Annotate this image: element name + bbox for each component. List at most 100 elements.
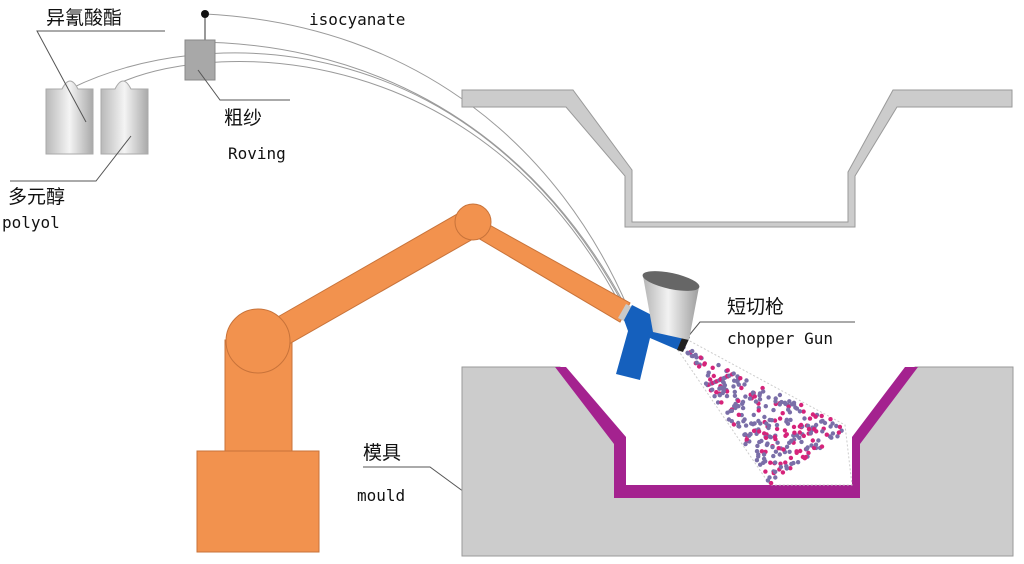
spray-particle [799,439,804,445]
spray-particle [710,387,715,392]
spray-particle [742,432,747,437]
spray-particle [703,381,709,386]
spray-particle [754,458,760,463]
spray-particle [747,396,753,401]
spray-particle [780,411,785,416]
spray-particle [756,429,762,434]
spray-particle [694,355,699,360]
spray-particle [788,455,794,461]
spray-particle [774,422,780,428]
spray-particle [715,400,721,405]
spray-particle [773,436,778,442]
spray-particle [784,444,790,449]
spray-particle [731,371,736,376]
robot-elbow-joint [454,203,492,241]
robot-upper-arm [464,210,631,323]
spray-particle [720,379,726,385]
spray-particle [763,469,768,474]
spray-particle [732,393,738,398]
spray-particle [726,417,732,422]
spray-particle [711,373,716,379]
spray-particle [720,390,725,396]
spray-particle [731,422,737,427]
spray-particle [778,464,784,470]
spray-particle [736,398,741,404]
spray-particle [756,418,761,424]
spray-particle [729,408,735,413]
spray-particle [764,442,770,448]
spray-particle [761,452,767,457]
spray-particle [771,407,776,413]
spray-particle [797,435,802,440]
spray-particle [773,469,778,474]
spray-particle [810,412,816,417]
roving-label-en: Roving [228,144,286,163]
spray-particle [714,390,719,395]
spray-particle [778,461,783,466]
spray-particle [768,460,773,465]
spray-particle [710,365,715,370]
spray-particle [798,448,803,454]
spray-particle [708,377,713,382]
spray-particle [799,402,804,408]
spray-particle [702,361,707,366]
spray-particle [694,360,699,365]
polyol-label-en: polyol [2,213,60,232]
spray-particle [810,438,815,443]
spray-particle [783,460,788,465]
spray-particle [777,416,783,421]
spray-particle [757,439,762,445]
feed-node [201,10,209,18]
spray-particle [736,404,741,409]
chopper-gun [616,271,700,380]
spray-particle [835,434,840,439]
spray-particle [724,393,730,399]
spray-particle [770,444,775,450]
spray-particle [724,389,730,394]
spray-particle [760,385,765,391]
spray-particle [696,364,702,369]
spray-particle [758,462,763,467]
spray-particle [763,459,768,464]
spray-particle [805,423,811,428]
spray-particle [811,426,817,432]
spray-particle [698,355,703,360]
spray-particle [732,389,737,395]
spray-particle [773,460,778,465]
spray-particle [773,449,779,454]
spray-particle [744,378,749,383]
spray-particle [797,430,802,435]
spray-particle [768,480,774,486]
spray-particle [794,450,799,455]
spray-particle [757,391,763,396]
spray-particle [807,416,813,421]
spray-particle [787,399,792,404]
spray-particle [829,435,834,440]
spray-particle [777,452,782,457]
spray-particle [759,449,765,454]
spray-particle [801,433,806,439]
spray-particle [801,409,806,414]
spray-particle [824,432,829,437]
spray-particle [830,431,836,436]
spray-particle [766,425,771,431]
spray-particle [786,407,791,412]
spray-particle [777,392,783,398]
spray-particle [789,461,794,467]
spray-particle [756,454,761,459]
spray-particle [762,414,767,420]
polyol-label-cn: 多元醇 [8,186,65,208]
spray-particle [819,444,825,449]
spray-particle [773,399,778,404]
isocyanate-label-cn: 异氰酸酯 [46,7,122,29]
spray-particle [764,421,769,426]
spray-particle [784,464,789,469]
spray-particle [753,399,759,404]
spray-particle [736,420,741,426]
spray-particle [712,394,717,399]
spray-particle [749,421,754,426]
upper-mould-part [461,89,1013,228]
spray-particle [752,394,757,399]
spray-particle [811,445,817,451]
roving-box [184,39,216,81]
